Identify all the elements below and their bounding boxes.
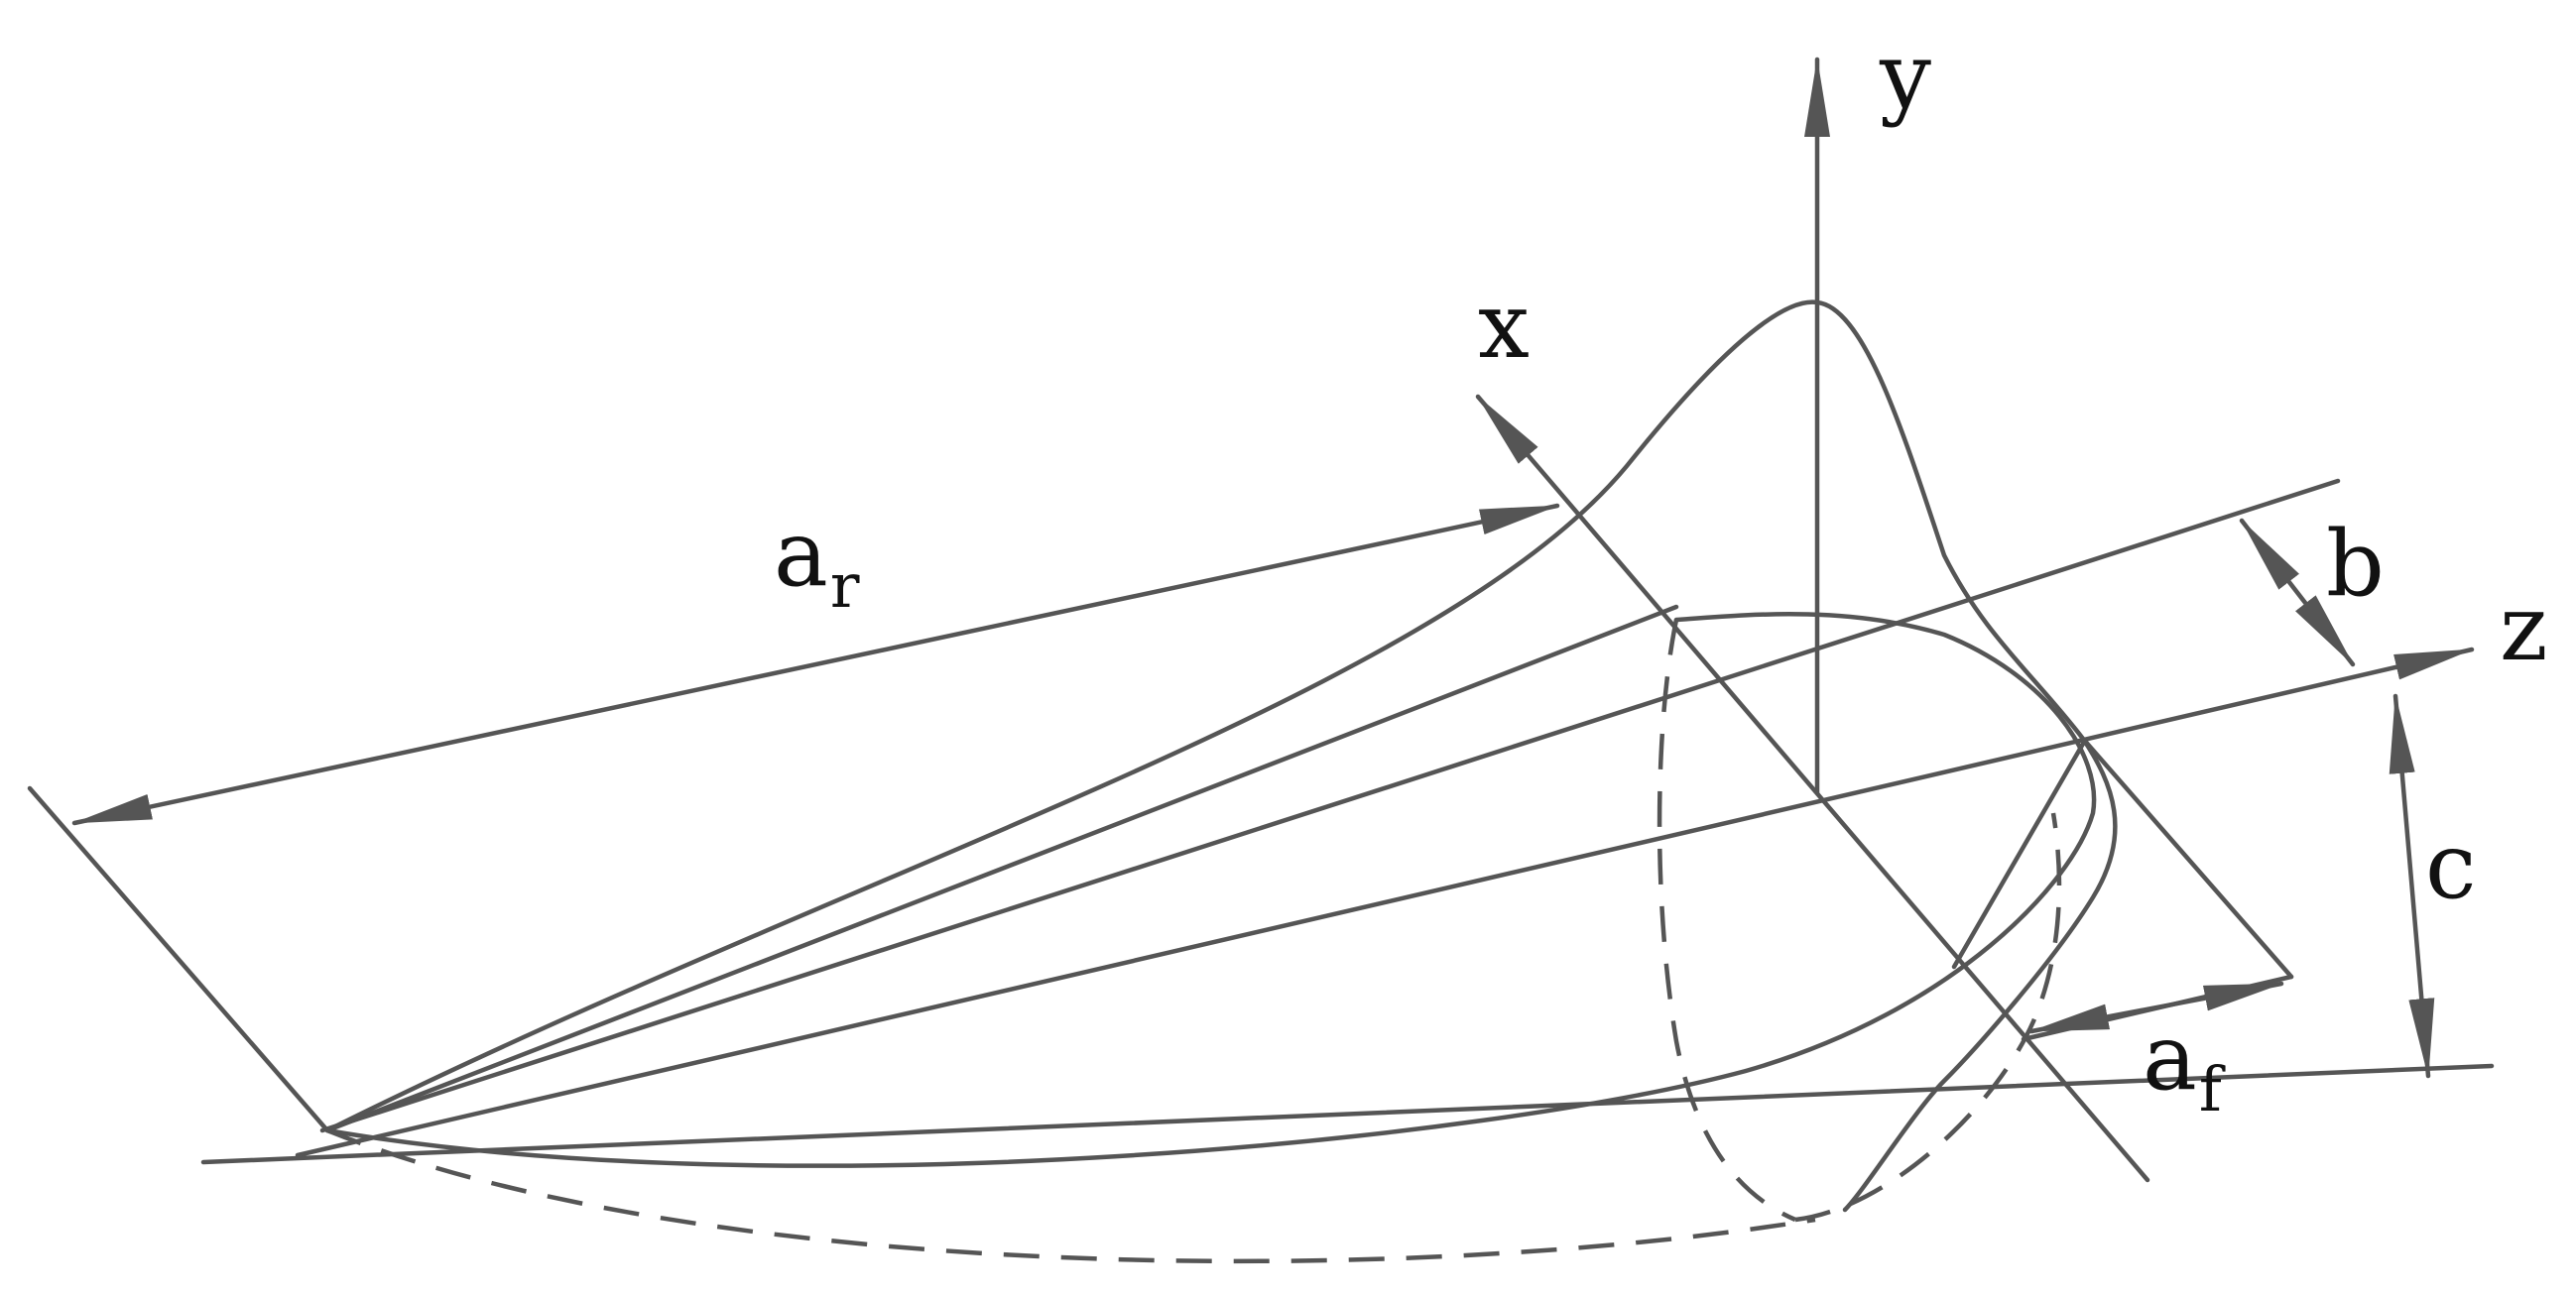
a-r-label: ar: [774, 501, 860, 622]
x-axis: [1475, 394, 2150, 1183]
top-guide-line: [319, 478, 2341, 1133]
a-r-dimension-arrow: [71, 503, 1560, 826]
c-label: c: [2425, 813, 2477, 919]
rear-boundary-line: [27, 785, 330, 1133]
ellipsoid-hidden-front-section: [1794, 812, 2062, 1223]
a-r-label-subscript: r: [830, 549, 860, 622]
front-rear-connector: [1951, 741, 2086, 970]
y-axis-label: y: [1879, 23, 1931, 129]
c-dimension-arrow: [2389, 693, 2435, 1079]
front-boundary-line: [2080, 736, 2294, 980]
b-dimension-arrow: [2239, 518, 2356, 667]
ellipsoid-hidden-rear-section: [1656, 619, 1796, 1223]
a-r-label-main: a: [774, 501, 828, 607]
ellipsoid-solid-outline: [324, 612, 2097, 1168]
x-axis-label: x: [1478, 273, 1530, 379]
a-f-label-subscript: f: [2199, 1053, 2226, 1125]
a-f-label: af: [2143, 1004, 2226, 1125]
z-axis: [295, 647, 2475, 1158]
a-f-label-main: a: [2143, 1004, 2197, 1111]
bottom-guide-line: [200, 1063, 2495, 1165]
a-f-dimension-arrow: [2028, 981, 2284, 1034]
z-axis-label: z: [2500, 575, 2547, 681]
b-label: b: [2326, 511, 2385, 617]
power-density-curve: [324, 299, 2118, 1213]
ellipsoid-hidden-bottom-curve: [326, 1127, 1816, 1264]
upper-cone-line: [324, 604, 1679, 1133]
